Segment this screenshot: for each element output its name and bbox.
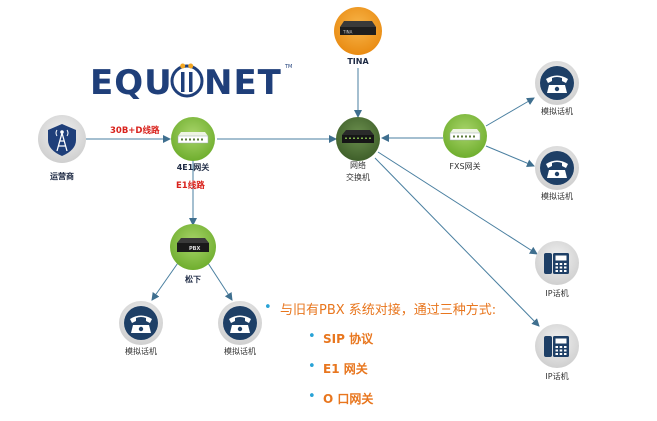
pbx-device-icon: PBX (177, 238, 209, 252)
note-item-bullet: • (308, 389, 316, 404)
link-pbx-analog1 (151, 259, 181, 301)
switch-device-icon (342, 130, 374, 143)
link-fxs-analog1 (485, 97, 535, 127)
analog-phone-right-1-label: 模拟话机 (541, 106, 573, 116)
gateway-device-icon (177, 132, 209, 144)
ip-phone-icon (544, 253, 569, 274)
fxs-device-icon (449, 129, 481, 141)
analog-phone-icon (124, 306, 158, 340)
ip-phone-2-label: IP话机 (545, 371, 568, 381)
tina-node[interactable]: TINA TINA (334, 7, 382, 66)
analog-phone-icon (223, 306, 257, 340)
switch-label-line1: 网络 (350, 160, 366, 170)
link-switch-ip2 (374, 157, 540, 327)
analog-phone-right-2[interactable]: 模拟话机 (535, 146, 579, 201)
pbx-node[interactable]: PBX 松下 (170, 224, 216, 284)
pbx-label: 松下 (185, 274, 201, 284)
note-heading: 与旧有PBX 系统对接，通过三种方式: (280, 303, 497, 318)
analog-phone-right-1[interactable]: 模拟话机 (535, 61, 579, 116)
link-fxs-analog2 (485, 145, 535, 167)
logo-tm: TM (284, 64, 292, 70)
analog-phone-bottom-2[interactable]: 模拟话机 (218, 301, 262, 356)
carrier-label: 运营商 (50, 171, 74, 181)
tina-device-icon: TINA (340, 21, 376, 35)
analog-phone-right-2-label: 模拟话机 (541, 191, 573, 201)
link-label-30bd: 30B+D线路 (110, 125, 160, 136)
link-switch-ip1 (377, 151, 538, 255)
ip-phone-2[interactable]: IP话机 (535, 324, 579, 381)
logo-ii-mark (170, 63, 204, 98)
cell-tower-icon (48, 124, 76, 156)
switch-node[interactable]: 网络 交换机 (336, 117, 380, 182)
carrier-node[interactable]: 运营商 (38, 115, 86, 181)
analog-phone-bottom-1[interactable]: 模拟话机 (119, 301, 163, 356)
analog-phone-bottom-1-label: 模拟话机 (125, 346, 157, 356)
note-heading-bullet: • (264, 300, 272, 315)
note-item-o-port: O 口网关 (323, 392, 374, 406)
pbx-device-text: PBX (189, 246, 200, 252)
analog-phone-icon (540, 66, 574, 100)
tina-device-text: TINA (342, 30, 353, 35)
note-item-sip: SIP 协议 (323, 332, 374, 346)
ip-phone-1-label: IP话机 (545, 288, 568, 298)
note-item-bullet: • (308, 329, 316, 344)
equiinet-logo: EQU NET TM (90, 63, 292, 103)
ip-phone-icon (544, 336, 569, 357)
links (86, 68, 540, 327)
svg-text:EQU: EQU (90, 63, 173, 103)
link-pbx-analog2 (205, 259, 233, 301)
analog-phone-icon (540, 151, 574, 185)
fxs-label: FXS网关 (449, 161, 480, 171)
link-label-e1: E1线路 (176, 180, 205, 191)
analog-phone-bottom-2-label: 模拟话机 (224, 346, 256, 356)
fxs-gateway-node[interactable]: FXS网关 (443, 114, 487, 171)
switch-label-line2: 交换机 (346, 172, 370, 182)
svg-text:NET: NET (204, 63, 282, 103)
note-item-bullet: • (308, 359, 316, 374)
gateway-4e1-node[interactable]: 4E1网关 (171, 117, 215, 172)
tina-label: TINA (347, 57, 369, 66)
ip-phone-1[interactable]: IP话机 (535, 241, 579, 298)
note-item-e1: E1 网关 (323, 362, 368, 376)
gateway-4e1-label: 4E1网关 (177, 162, 210, 172)
